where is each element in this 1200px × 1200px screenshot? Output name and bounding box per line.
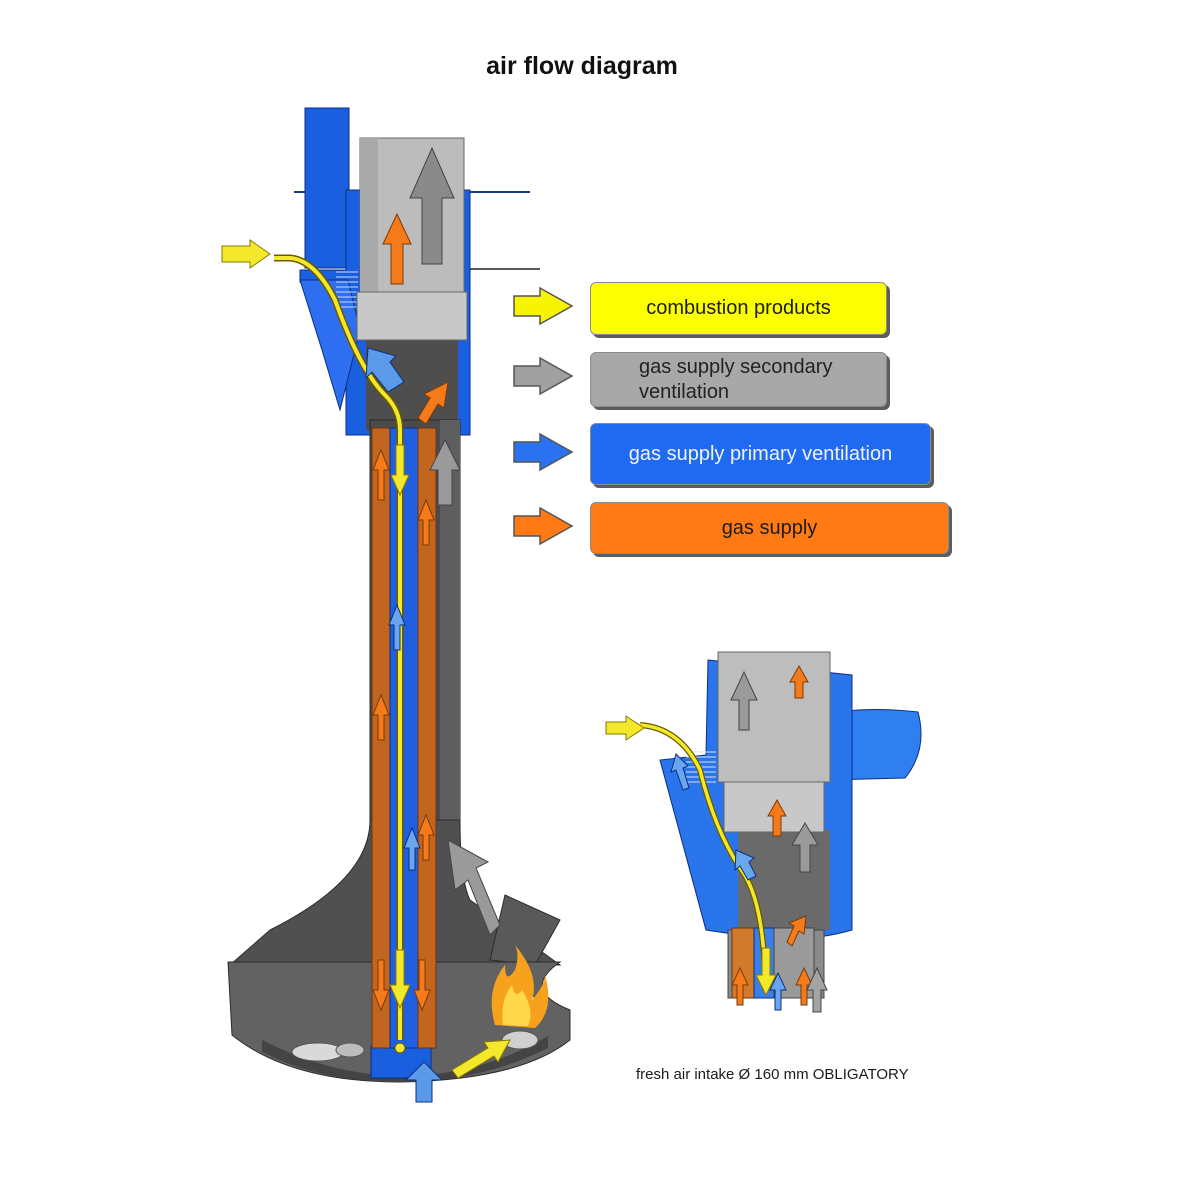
detail-arrow-orange-flue [789,664,809,699]
detail-arrow-yellow-down [755,947,777,997]
duct-blue-center [389,427,419,1049]
legend-arrow-combustion-shape [513,286,574,326]
main-stove-cross-section [221,107,571,1103]
arrow-gray-large-flue [409,146,455,265]
legend-gas-supply: gas supply [590,502,949,554]
yellow-gas-line-inner [274,256,402,1040]
detail-arrow-orange-bottom-1 [731,966,749,1006]
arrow-orange-down-left [372,959,390,1012]
flame [491,945,549,1028]
burner-component-right [501,1030,539,1050]
arrow-yellow-burner [451,1039,511,1079]
detail-arrow-orange-bottom-2 [795,966,813,1006]
burner-component-mid [335,1042,365,1058]
arrow-yellow-inlet [221,239,271,269]
detail-arrow-gray-chamber [791,822,819,873]
detail-arrow-blue-diagonal [734,849,757,881]
legend-arrow-secondary [513,356,574,396]
legend-arrow-gas [513,506,574,546]
legend-gas-label: gas supply [721,516,818,539]
detail-view [605,651,922,1013]
detail-arrow-blue-bottom [769,971,787,1011]
arrow-orange-diagonal [417,381,449,425]
legend-primary-ventilation: gas supply primary ventilation [590,423,931,485]
detail-arrow-gray-bottom [806,966,828,1013]
arrow-blue-diagonal [365,347,405,393]
arrow-orange-column-mid-left [372,693,390,741]
legend-primary-label: gas supply primary ventilation [628,442,893,465]
flue-pipe-collar [356,291,468,341]
page-title: air flow diagram [486,52,678,80]
arrow-gray-hood-return [447,839,501,936]
column-shade [440,420,460,840]
arrow-orange-column-upper-right [417,498,435,546]
legend-arrow-secondary-shape [513,356,574,396]
legend-secondary-ventilation: gas supply secondary ventilation [590,352,887,407]
detail-yellow-gas-line-inner [639,723,767,991]
legend-arrow-primary-shape [513,432,574,472]
flue-pipe-shade [360,138,378,293]
legend-combustion-label: combustion products [646,297,831,319]
footnote-air-intake: fresh air intake Ø 160 mm OBLIGATORY [636,1066,909,1083]
legend-combustion-products: combustion products [590,282,887,335]
detail-arrow-gray-flue [730,670,758,731]
detail-flue-pipe [717,651,831,783]
arrow-blue-base-intake [404,1061,444,1103]
detail-arrow-orange-collar [767,798,787,837]
detail-arrow-orange-diagonal [786,915,807,947]
burner-tray [262,1036,548,1082]
arrow-orange-down-right [413,959,431,1012]
duct-orange-right [417,427,437,1049]
arrow-yellow-down-low [389,949,411,1010]
arrow-orange-column-upper-left [372,448,390,501]
air-duct-inlet [299,279,361,412]
arrow-blue-column-low [403,826,421,871]
arrow-blue-column-mid [388,603,406,651]
gas-line-valve [394,1042,406,1054]
detail-arrow-yellow-inlet [605,715,645,741]
legend-arrow-primary [513,432,574,472]
legend-arrow-gas-shape [513,506,574,546]
arrow-yellow-down-mid [390,444,410,497]
hood-flap [489,894,561,966]
detail-arrow-blue-housing [670,753,690,791]
arrow-orange-column-low-right [417,813,435,861]
legend-secondary-label: gas supply secondary ventilation [639,355,833,403]
arrow-gray-column-top [429,438,461,506]
legend-arrow-combustion [513,286,574,326]
arrow-orange-flue [382,212,412,285]
outer-sleeve-left [304,107,350,269]
